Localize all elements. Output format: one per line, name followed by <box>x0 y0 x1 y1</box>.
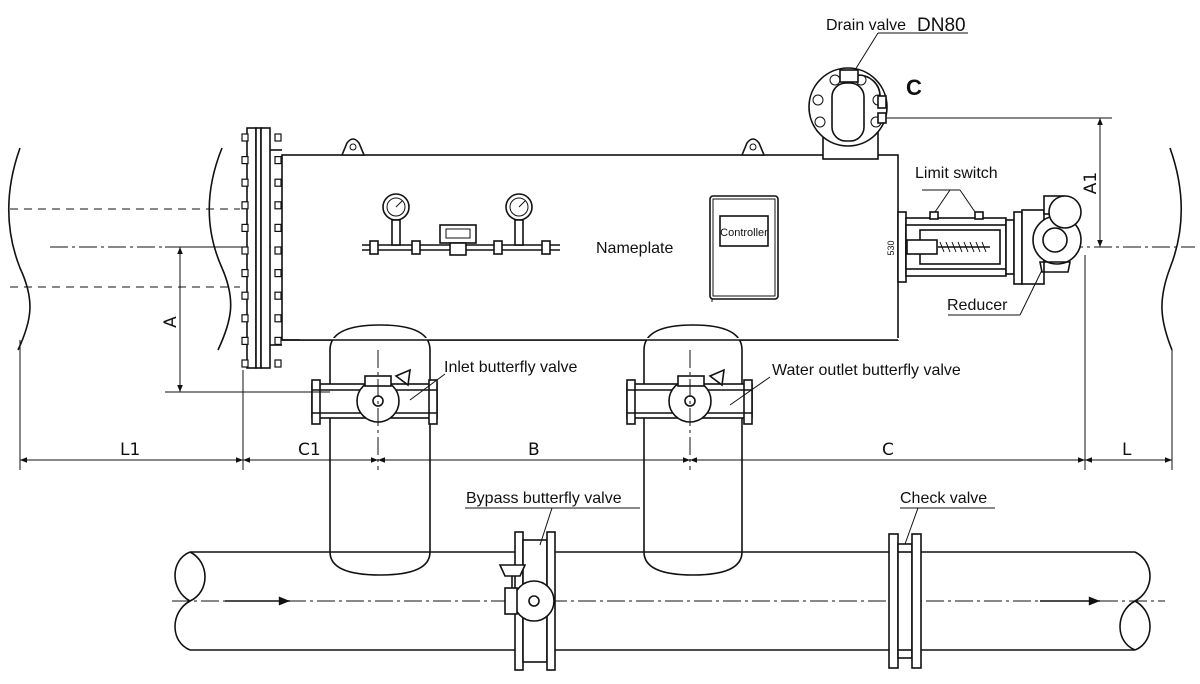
dim-L: L <box>1122 440 1132 460</box>
dim-A: A <box>161 316 181 328</box>
drain-valve-size: DN80 <box>917 15 966 36</box>
left-pipe-break <box>7 147 240 351</box>
flange-bolt-icon <box>241 246 249 255</box>
flange-bolt-icon <box>274 269 282 278</box>
check-valve-label: Check valve <box>900 490 987 507</box>
flange-bolt-icon <box>274 291 282 300</box>
flange-bolt-icon <box>241 269 249 278</box>
flange-bolt-icon <box>241 201 249 210</box>
flange-bolt-icon <box>274 336 282 345</box>
filter-body <box>281 138 899 341</box>
outlet-valve-label: Water outlet butterfly valve <box>772 362 961 379</box>
pressure-gauge-assembly <box>362 193 560 256</box>
nameplate-label: Nameplate <box>596 240 673 257</box>
actuator-assembly <box>897 195 1082 285</box>
flange-bolt-icon <box>274 359 282 368</box>
controller-label: Controller <box>720 227 768 239</box>
check-valve <box>888 533 922 669</box>
c-mark: C <box>906 75 922 100</box>
dim-C1: C1 <box>298 440 321 460</box>
flange-bolt-icon <box>274 178 282 187</box>
dim-L1: L1 <box>120 440 140 460</box>
differential-switch-icon <box>439 224 477 244</box>
flange-bolt-icon <box>241 223 249 232</box>
bypass-pipe <box>172 551 1165 651</box>
flange-bolt-icon <box>241 133 249 142</box>
drain-valve-label: Drain valve <box>826 17 906 34</box>
flange-bolt-icon <box>241 178 249 187</box>
reducer-label: Reducer <box>947 297 1008 314</box>
inlet-valve-label: Inlet butterfly valve <box>444 359 578 376</box>
flange-bolt-icon <box>241 336 249 345</box>
flange-bolt-icon <box>274 201 282 210</box>
flange-bolt-icon <box>241 314 249 323</box>
flange-bolt-icon <box>241 156 249 165</box>
flange-bolt-icon <box>274 133 282 142</box>
flange-bolt-icon <box>274 223 282 232</box>
drain-valve <box>808 67 888 160</box>
dimension-lines <box>19 117 1173 470</box>
flange-bolt-icon <box>274 314 282 323</box>
right-pipe-break <box>1161 147 1183 351</box>
dim-B: B <box>528 440 540 460</box>
dim-A1: A1 <box>1081 172 1101 194</box>
side-dimension-530: 530 <box>886 240 896 255</box>
flange-bolts <box>241 133 282 368</box>
bypass-valve-label: Bypass butterfly valve <box>466 490 622 507</box>
flange-bolt-icon <box>274 156 282 165</box>
limit-switch-label: Limit switch <box>915 165 998 182</box>
controller-box: Controller <box>709 195 779 302</box>
flange-bolt-icon <box>241 291 249 300</box>
flange-bolt-icon <box>241 359 249 368</box>
dim-C: C <box>882 440 894 460</box>
flange-bolt-icon <box>274 246 282 255</box>
bypass-butterfly-valve <box>498 531 556 671</box>
